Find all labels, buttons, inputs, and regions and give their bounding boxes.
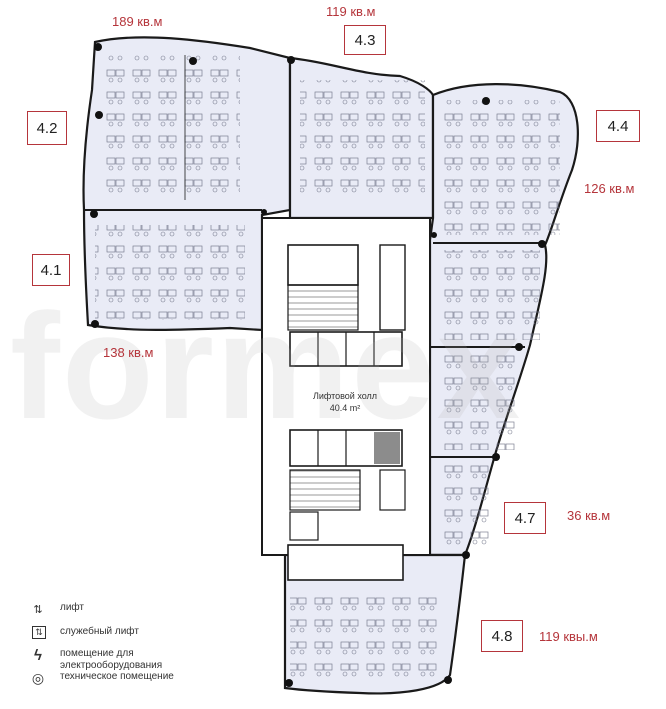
wing-left-desks [100, 55, 240, 195]
lift-icon: ⇅ [33, 603, 43, 616]
watermark: formex [10, 282, 523, 450]
legend-item-technical-room: ◎ техническое помещение [30, 669, 174, 686]
zone-4-4-area: 126 кв.м [584, 181, 635, 196]
legend-item-service-lift: ⇅ служебный лифт [30, 626, 139, 639]
zone-4-7-label: 4.7 [504, 502, 546, 534]
zone-4-8-label: 4.8 [481, 620, 523, 652]
legend-item-lift: ⇅ лифт [30, 602, 84, 616]
zone-4-1-area: 138 кв.м [103, 345, 154, 360]
legend-label: служебный лифт [60, 626, 139, 637]
legend-label: техническое помещение [60, 671, 174, 682]
technical-room-icon: ◎ [31, 669, 45, 686]
zone-4-1-label: 4.1 [32, 254, 70, 286]
wing-left-desks-lower [95, 225, 245, 320]
zone-4-7-area: 36 кв.м [567, 508, 611, 523]
legend-label: помещение для электрооборудования [60, 648, 163, 671]
zone-4-3-area: 119 кв.м [326, 4, 376, 19]
zone-4-2-area: 189 кв.м [112, 14, 163, 29]
lift-hall-title: Лифтовой холл [312, 391, 378, 401]
lift-hall-label: Лифтовой холл 40.4 m² [300, 390, 390, 414]
legend-label: лифт [60, 602, 85, 613]
electrical-room-icon: ϟ [34, 646, 42, 664]
legend-item-electrical-room: ϟ помещение для электрооборудования [30, 646, 170, 672]
service-lift-icon: ⇅ [32, 626, 46, 639]
zone-4-3-label: 4.3 [344, 25, 386, 55]
zone-4-4-label: 4.4 [596, 110, 640, 142]
zone-4-8-area: 119 квы.м [539, 629, 598, 644]
lift-hall-area: 40.4 m² [329, 403, 361, 413]
zone-4-2-label: 4.2 [27, 111, 67, 145]
